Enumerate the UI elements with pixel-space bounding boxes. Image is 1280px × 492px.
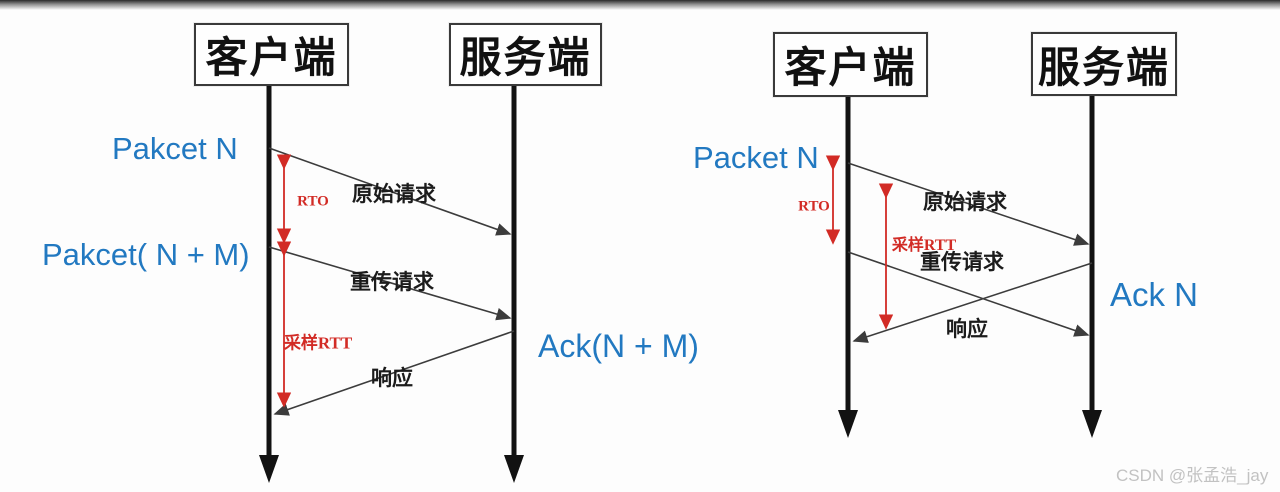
right-server-label: 服务端 [1037, 43, 1170, 91]
left-rto-label: RTO [297, 193, 329, 210]
right-sample-rtt-label: 采样RTT [891, 237, 957, 254]
left-original-request-label: 原始请求 [352, 183, 436, 206]
right-response-arrow [852, 262, 1093, 343]
left-server-lifeline-arrowhead-icon [504, 455, 524, 483]
right-retransmit-request-label: 重传请求 [920, 251, 1004, 274]
left-retransmit-request-arrow [268, 246, 512, 321]
left-response-label: 响应 [371, 367, 413, 390]
left-packet-n-plus-m-label: Pakcet( N + M) [42, 237, 250, 272]
right-response-label: 响应 [946, 318, 988, 341]
left-client-lifeline-arrowhead-icon [259, 455, 279, 483]
right-client-lifeline-arrowhead-icon [838, 410, 858, 438]
right-server-lifeline-arrowhead-icon [1082, 410, 1102, 438]
left-server-label: 服务端 [459, 34, 592, 81]
left-client-box: 客户端 [194, 23, 349, 86]
right-ack-n-label: Ack N [1110, 276, 1199, 313]
left-client-label: 客户端 [205, 34, 338, 81]
left-retransmit-request-label: 重传请求 [350, 271, 434, 294]
left-server-box: 服务端 [449, 23, 602, 86]
right-packet-n-label: Packet N [693, 140, 819, 175]
right-rto-label: RTO [798, 198, 830, 215]
left-sample-rtt-label: 采样RTT [283, 333, 353, 353]
right-original-request-arrow [847, 162, 1090, 246]
right-client-label: 客户端 [784, 44, 917, 91]
right-server-box: 服务端 [1031, 32, 1177, 96]
right-client-box: 客户端 [773, 32, 928, 97]
left-response-arrow [273, 330, 515, 416]
left-original-request-arrow [268, 147, 512, 236]
right-original-request-label: 原始请求 [923, 191, 1007, 214]
left-packet-n-label: Pakcet N [112, 131, 238, 166]
top-shadow-band [0, 0, 1280, 10]
csdn-watermark: CSDN @张孟浩_jay [1116, 466, 1269, 485]
left-ack-n-plus-m-label: Ack(N + M) [538, 328, 699, 364]
